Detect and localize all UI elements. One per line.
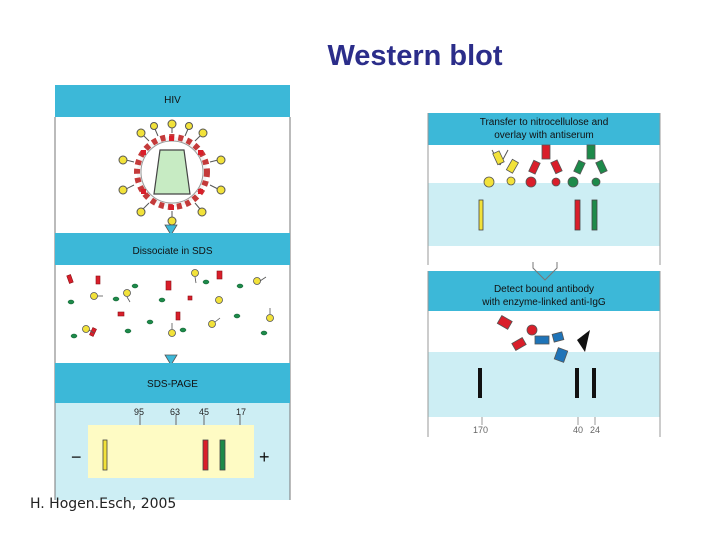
enzyme-linked-antibody	[497, 316, 590, 363]
step-sds-page-header-overlay: SDS-PAGE	[55, 363, 290, 403]
gel-marker-95-overlay: 95	[134, 407, 144, 417]
step-hiv-header-overlay: HIV	[55, 85, 290, 117]
slide-credit: H. Hogen.Esch, 2005	[30, 496, 176, 512]
gel-minus-sign-overlay: −	[71, 447, 82, 468]
membrane-band-red	[575, 200, 580, 230]
gel-band-green	[220, 440, 225, 470]
detected-band-2	[575, 368, 579, 398]
membrane-band-yellow	[479, 200, 483, 230]
antiserum-antibodies	[484, 145, 607, 187]
step-dissociate-label-overlay: Dissociate in SDS	[132, 246, 212, 257]
detected-band-1	[478, 368, 482, 398]
sds-page-gel	[88, 415, 254, 478]
step-hiv-label-overlay: HIV	[164, 95, 181, 106]
step-sds-page-label-overlay: SDS-PAGE	[147, 379, 198, 390]
gel-band-red	[203, 440, 208, 470]
gel-band-yellow	[103, 440, 107, 470]
gel-marker-45-overlay: 45	[199, 407, 209, 417]
gel-marker-63-overlay: 63	[170, 407, 180, 417]
detected-band-3	[592, 368, 596, 398]
gel-marker-17-overlay: 17	[236, 407, 246, 417]
dissociated-proteins-scatter	[67, 270, 274, 339]
step-dissociate-header-overlay: Dissociate in SDS	[55, 233, 290, 265]
membrane-band-green	[592, 200, 597, 230]
hiv-virus-icon	[119, 120, 225, 225]
step-connector	[533, 262, 557, 280]
gel-plus-sign-overlay: +	[259, 447, 270, 468]
